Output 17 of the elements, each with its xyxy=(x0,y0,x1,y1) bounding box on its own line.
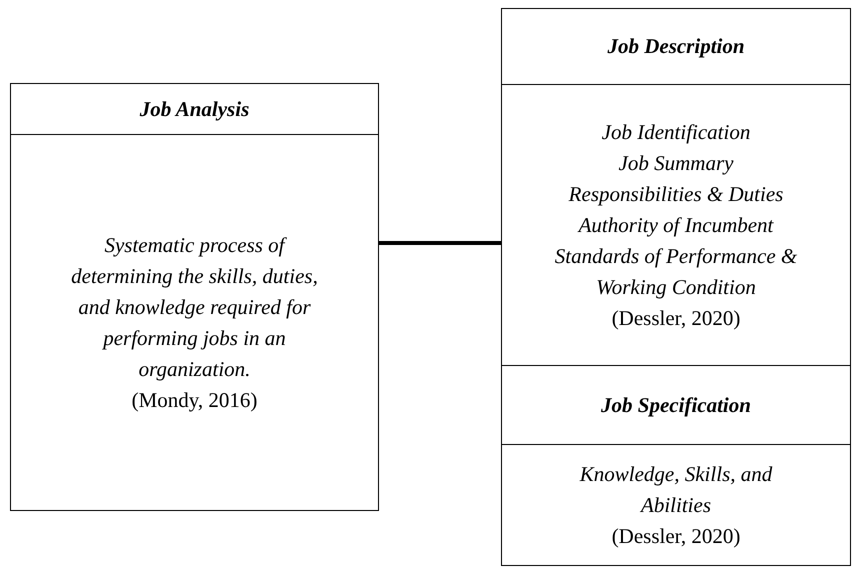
description-box xyxy=(501,8,851,366)
citation: (Dessler, 2020) xyxy=(612,304,740,332)
list-item: Responsibilities & Duties xyxy=(568,180,784,208)
list-item: Authority of Incumbent xyxy=(578,212,774,238)
heading: Job Description xyxy=(607,34,745,59)
connector-line xyxy=(379,241,501,245)
citation: (Mondy, 2016) xyxy=(132,386,258,414)
specification-box xyxy=(501,365,851,566)
list-item: Job Identification xyxy=(602,118,750,146)
heading: Job Analysis xyxy=(140,96,250,122)
citation: (Dessler, 2020) xyxy=(612,522,740,550)
list-item: Job Summary xyxy=(618,150,734,176)
definition-box xyxy=(10,83,379,511)
list-item: Standards of Performance & Working Condition xyxy=(554,242,798,300)
description-text: Systematic process of determining the skills, duties, and knowledge required for performing jobs in an organization. xyxy=(70,232,319,382)
list-item: Knowledge, Skills, and Abilities xyxy=(578,460,774,518)
heading: Job Specification xyxy=(601,392,751,418)
